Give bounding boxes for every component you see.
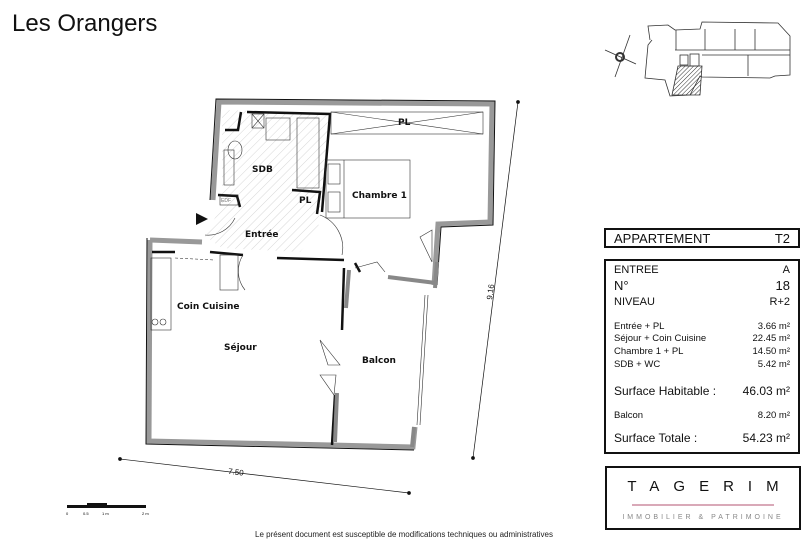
entry-arrow-icon — [196, 213, 208, 225]
interior-walls — [152, 110, 362, 446]
key-plan — [644, 21, 791, 97]
scale-bar: 0 0.5 1 m 2 m — [66, 503, 149, 516]
dimension-lines — [118, 100, 520, 495]
compass-rose-icon — [604, 34, 637, 78]
room-label-balcon: Balcon — [362, 356, 396, 366]
surface-habitable-label: Surface Habitable : — [614, 384, 717, 398]
surface-row: Séjour + Coin Cuisine 22.45 m² — [614, 333, 790, 344]
svg-text:1 m: 1 m — [102, 511, 109, 516]
surface-totale-label: Surface Totale : — [614, 431, 698, 445]
svg-text:0: 0 — [66, 511, 69, 516]
numero-value: 18 — [775, 278, 790, 293]
room-label-chambre: Chambre 1 — [352, 191, 407, 201]
room-label-pl-small: PL — [299, 196, 312, 206]
room-label-sejour: Séjour — [224, 342, 257, 353]
surface-row: Entrée + PL 3.66 m² — [614, 321, 790, 332]
svg-text:0.5: 0.5 — [83, 511, 89, 516]
surface-totale-value: 54.23 m² — [742, 431, 790, 445]
room-label-entree: Entrée — [245, 229, 279, 240]
dimension-width: 7.50 — [228, 467, 245, 478]
edf-label: EDF — [221, 198, 231, 204]
apartment-type: T2 — [774, 231, 790, 246]
balcon-label: Balcon — [614, 410, 644, 421]
surface-row: Chambre 1 + PL 14.50 m² — [614, 346, 790, 357]
apartment-type-box: APPARTEMENT T2 — [604, 228, 800, 248]
balcon-value: 8.20 m² — [757, 410, 790, 421]
entree-value: A — [782, 264, 790, 276]
apartment-label: APPARTEMENT — [614, 231, 711, 246]
hatched-area — [205, 110, 330, 252]
entree-label: ENTREE — [614, 264, 659, 276]
tagerim-logo: TAGERIM IMMOBILIER & PATRIMOINE — [605, 466, 801, 530]
room-label-sdb: SDB — [252, 165, 273, 175]
niveau-value: R+2 — [769, 296, 791, 308]
surface-details-box: ENTREE A N° 18 NIVEAU R+2 Entrée + PL 3.… — [604, 259, 800, 454]
surface-row: SDB + WC 5.42 m² — [614, 359, 790, 370]
numero-label: N° — [614, 278, 629, 293]
room-label-cuisine: Coin Cuisine — [177, 302, 239, 312]
niveau-label: NIVEAU — [614, 296, 655, 308]
disclaimer: Le présent document est susceptible de m… — [255, 530, 553, 539]
surface-habitable-value: 46.03 m² — [742, 384, 790, 398]
logo-divider — [632, 504, 774, 506]
svg-text:2 m: 2 m — [142, 511, 149, 516]
document-title: Les Orangers — [12, 10, 158, 37]
room-label-pl: PL — [398, 118, 411, 128]
dimension-height: 9.16 — [485, 283, 496, 300]
